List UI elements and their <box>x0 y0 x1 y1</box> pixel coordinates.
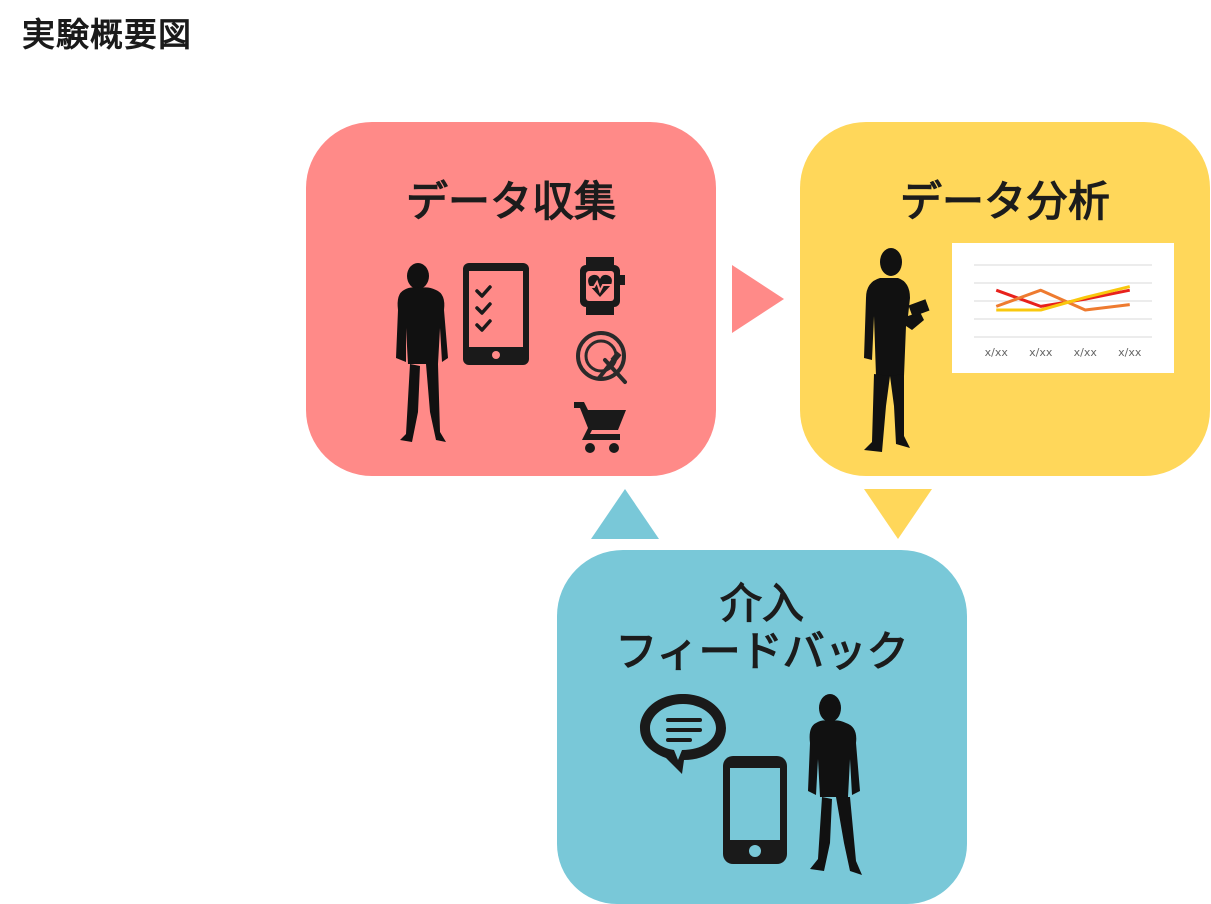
feedback-label: フィードバック <box>615 627 909 677</box>
line-chart-plot: x/xx x/xx x/xx x/xx <box>974 264 1152 359</box>
speech-bubble-icon <box>640 694 726 774</box>
x-tick-label: x/xx <box>1118 346 1142 359</box>
meal-plate-icon <box>576 331 627 384</box>
series-line-3 <box>996 285 1131 312</box>
series-line-2 <box>995 288 1130 312</box>
x-tick-label: x/xx <box>1074 346 1098 359</box>
data-collection-panel: データ収集 <box>306 122 716 476</box>
smartwatch-heart-icon <box>580 257 625 315</box>
data-analysis-title: データ分析 <box>899 177 1110 226</box>
person-icon <box>808 694 862 875</box>
x-tick-label: x/xx <box>985 346 1009 359</box>
intervention-label: 介入 <box>719 579 804 628</box>
intervention-feedback-title: 介入 フィードバック <box>557 579 967 677</box>
person-with-tablet-icon <box>864 248 930 452</box>
page-title: 実験概要図 <box>22 15 192 54</box>
arrow-right-icon <box>732 265 784 333</box>
shopping-cart-icon <box>574 402 626 453</box>
person-icon <box>396 263 448 442</box>
line-chart: x/xx x/xx x/xx x/xx <box>952 243 1174 373</box>
data-collection-title: データ収集 <box>405 177 616 226</box>
smartphone-icon <box>723 756 787 864</box>
checklist-tablet-icon <box>463 263 529 365</box>
arrow-up-icon <box>591 489 659 539</box>
x-tick-label: x/xx <box>1029 346 1053 359</box>
arrow-down-icon <box>864 489 932 539</box>
